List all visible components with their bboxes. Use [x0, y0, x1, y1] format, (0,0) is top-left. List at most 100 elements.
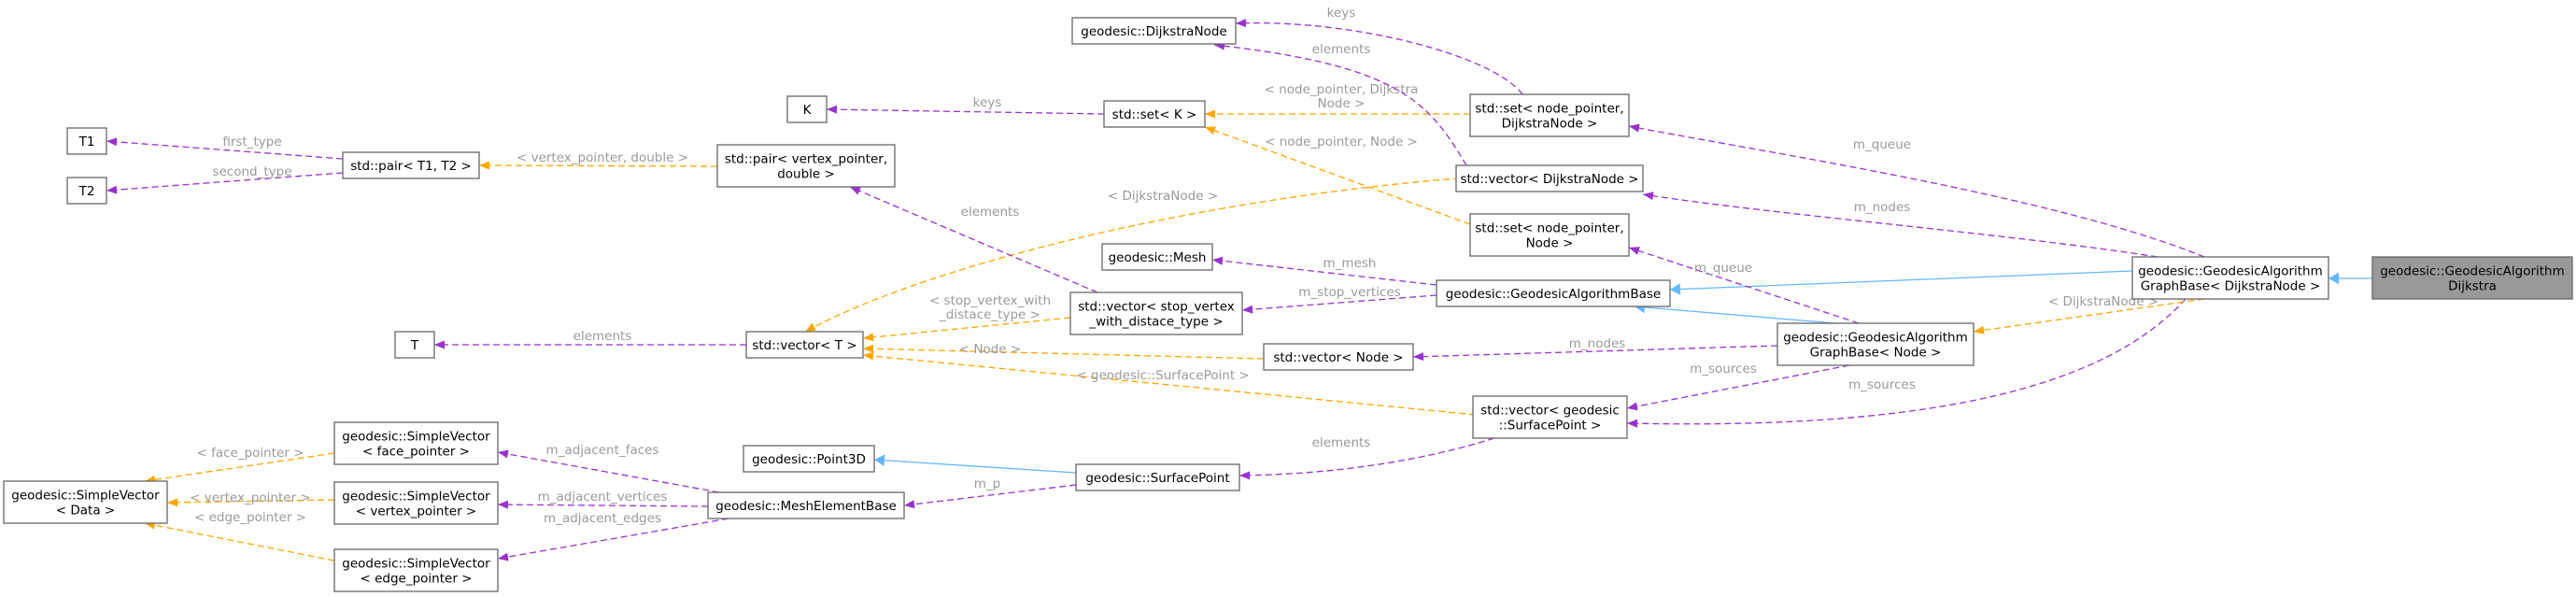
node-label: std::set< K > [1112, 107, 1197, 122]
arrowhead [1239, 471, 1251, 480]
class-node-sv-face[interactable]: geodesic::SimpleVector< face_pointer > [333, 421, 499, 465]
edge-line [873, 459, 1077, 474]
edge-e-tpl-pair: < vertex_pointer, double > [478, 150, 718, 170]
node-box [786, 95, 828, 123]
node-label: geodesic::DijkstraNode [1081, 24, 1226, 39]
node-label: std::pair< T1, T2 > [350, 159, 472, 174]
edge-e-tpl-sv-edge: < edge_pointer > [144, 510, 335, 561]
arrowhead [827, 105, 838, 114]
class-node-vec-sp[interactable]: std::vector< geodesic::SurfacePoint > [1472, 395, 1628, 439]
edge-line [1238, 437, 1495, 476]
edge-label: < node_pointer, Node > [1265, 135, 1418, 149]
edge-label: < vertex_pointer > [190, 490, 310, 505]
class-node-set-np-dn[interactable]: std::set< node_pointer,DijkstraNode > [1469, 93, 1630, 137]
edge-e-inh-dijkstra [2328, 272, 2372, 285]
arrowhead [1236, 19, 1247, 28]
edge-label: m_adjacent_faces [546, 443, 659, 458]
edge-line [1235, 21, 1523, 95]
class-node-sv-data[interactable]: geodesic::SimpleVector< Data > [3, 480, 168, 524]
edge-e-elements-t: elements [434, 329, 746, 349]
class-node-vec-node[interactable]: std::vector< Node > [1263, 343, 1414, 371]
edge-e-m-p: m_p [903, 476, 1077, 509]
node-label: std::set< node_pointer,DijkstraNode > [1475, 102, 1623, 132]
edge-e-tpl-sv-vertex: < vertex_pointer > [166, 490, 335, 507]
node-box [394, 331, 435, 359]
edge-line [1628, 247, 1860, 324]
edge-line [862, 348, 1265, 360]
edge-e-tpl-vec-svwd: < stop_vertex_with_distace_type > [862, 293, 1071, 342]
class-node-vec-svwd[interactable]: std::vector< stop_vertex_with_distace_ty… [1069, 291, 1243, 335]
node-label: std::vector< geodesic::SurfacePoint > [1480, 404, 1620, 434]
class-node-surfacepoint[interactable]: geodesic::SurfacePoint [1075, 463, 1240, 491]
node-label: std::vector< DijkstraNode > [1460, 172, 1638, 187]
node-label: geodesic::Point3D [752, 452, 866, 467]
edge-line [1211, 259, 1437, 286]
node-box [333, 481, 499, 525]
class-node-t2[interactable]: T2 [66, 177, 107, 205]
node-box [342, 151, 480, 179]
arrowhead [434, 340, 445, 349]
edge-label: < vertex_pointer, double > [517, 150, 688, 165]
arrowhead [1627, 402, 1638, 411]
arrowhead [850, 187, 861, 195]
edge-label: m_sources [1848, 377, 1916, 392]
edge-e-tpl-sv-face: < face_pointer > [144, 446, 335, 484]
class-node-sv-edge[interactable]: geodesic::SimpleVector< edge_pointer > [333, 548, 499, 592]
edge-line [144, 452, 335, 482]
arrowhead [1629, 247, 1640, 255]
class-node-t1[interactable]: T1 [66, 127, 107, 155]
edge-label: m_nodes [1569, 336, 1626, 351]
arrowhead [1627, 419, 1638, 428]
edge-line [1412, 345, 1778, 358]
class-node-meshelementbase[interactable]: geodesic::MeshElementBase [707, 491, 905, 519]
node-box [3, 480, 168, 524]
class-node-sv-vertex[interactable]: geodesic::SimpleVector< vertex_pointer > [333, 481, 499, 525]
node-box [1103, 100, 1206, 128]
node-label: geodesic::SimpleVector< vertex_pointer > [342, 490, 490, 519]
class-node-point3d[interactable]: geodesic::Point3D [743, 445, 875, 473]
arrowhead [1212, 256, 1224, 265]
node-label: std::pair< vertex_pointer,double > [725, 152, 887, 182]
class-node-t[interactable]: T [394, 331, 435, 359]
edge-e-m-sources-node: m_sources [1626, 362, 1850, 411]
edge-e-m-stop: m_stop_vertices [1241, 285, 1437, 314]
class-node-vec-t[interactable]: std::vector< T > [745, 331, 864, 359]
class-node-vec-dn[interactable]: std::vector< DijkstraNode > [1455, 164, 1644, 192]
arrowhead [1205, 126, 1216, 135]
edge-e-tpl-set-node: < node_pointer, Node > [1204, 126, 1471, 225]
node-box [1469, 213, 1630, 257]
class-node-set-k[interactable]: std::set< K > [1103, 100, 1206, 128]
class-node-set-np-node[interactable]: std::set< node_pointer,Node > [1469, 213, 1630, 257]
edge-line [497, 504, 709, 507]
arrowhead [106, 185, 118, 194]
edge-label: < stop_vertex_with_distace_type > [929, 293, 1051, 322]
edge-e-m-queue-dn: m_queue [1628, 123, 2205, 258]
node-label: std::set< node_pointer,Node > [1475, 221, 1623, 251]
class-node-gabase[interactable]: geodesic::GeodesicAlgorithmBase [1436, 279, 1671, 307]
arrowhead [904, 500, 915, 509]
edge-label: elements [1312, 435, 1371, 450]
node-box [2371, 256, 2573, 300]
node-box [333, 421, 499, 465]
arrowhead [167, 498, 178, 507]
arrowhead [479, 161, 490, 170]
class-node-mesh[interactable]: geodesic::Mesh [1101, 243, 1213, 271]
node-box [1075, 463, 1240, 491]
arrowhead [1629, 123, 1640, 133]
arrowhead [1974, 326, 1985, 334]
edge-e-elements-pair: elements [849, 186, 1098, 293]
class-node-pair-t1t2[interactable]: std::pair< T1, T2 > [342, 151, 480, 179]
class-node-k[interactable]: K [786, 95, 828, 123]
edge-line [106, 172, 344, 192]
node-label: std::vector< T > [752, 338, 856, 353]
class-node-dijkstranode[interactable]: geodesic::DijkstraNode [1071, 17, 1237, 45]
class-node-pair-vp[interactable]: std::pair< vertex_pointer,double > [716, 144, 896, 188]
edge-e-tpl-vec-sp: < geodesic::SurfacePoint > [862, 351, 1477, 416]
